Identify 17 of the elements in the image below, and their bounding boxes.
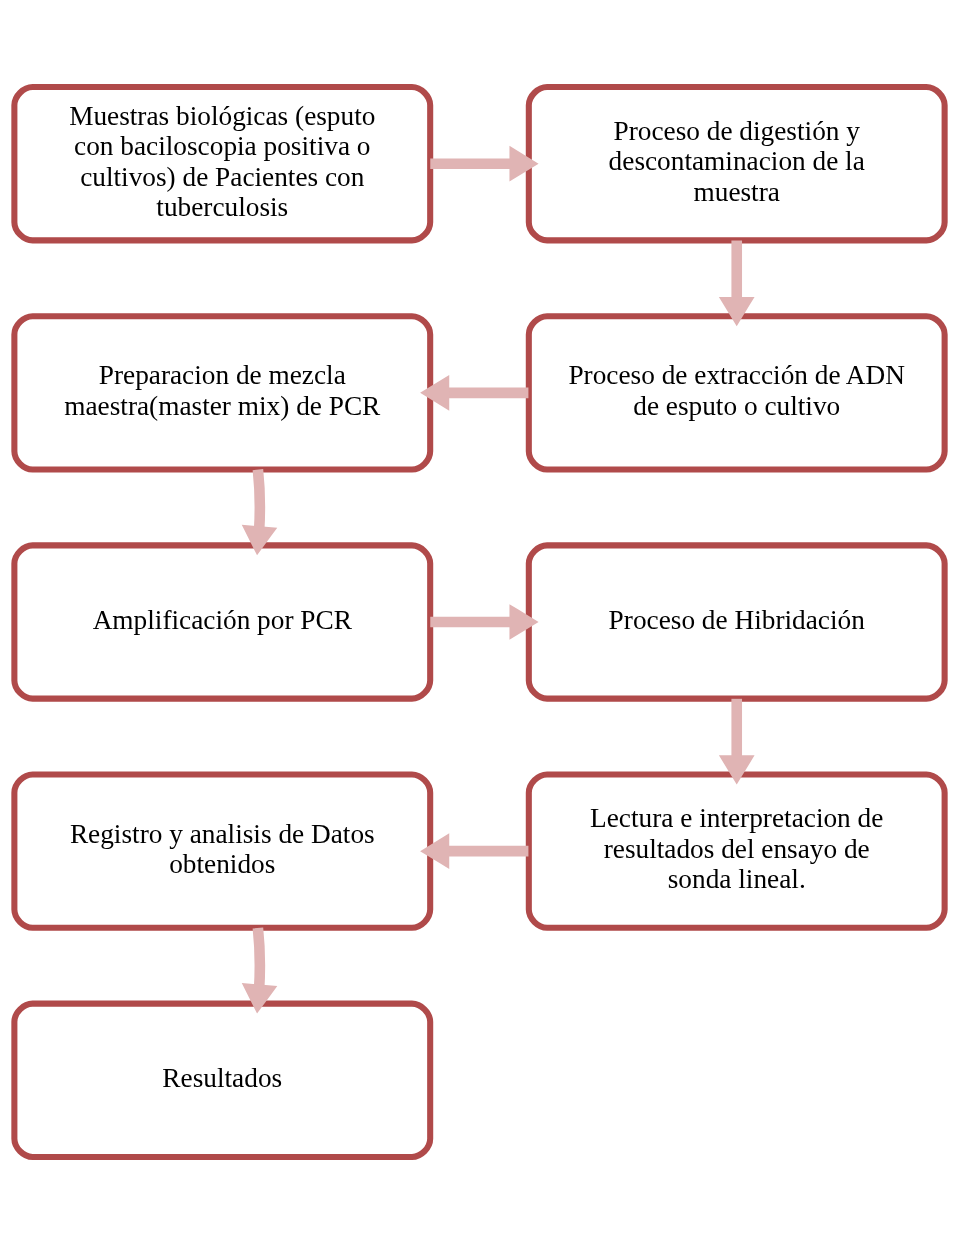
- arrow: [420, 832, 529, 869]
- node-box: Resultados: [11, 1000, 434, 1160]
- node-box: Proceso de digestión y descontaminacion de la muestra: [525, 83, 948, 243]
- node-box: Lectura e interpretacion de resultados del ensayo de sonda lineal.: [525, 770, 948, 931]
- arrow: [241, 926, 278, 1014]
- arrow: [241, 468, 278, 555]
- arrow: [718, 240, 755, 326]
- node-box: Amplificación por PCR: [11, 541, 434, 702]
- node-box: Registro y analisis de Datos obtenidos: [11, 770, 434, 931]
- arrow: [430, 603, 539, 640]
- node-box: Proceso de extracción de ADN de esputo o cultivo: [525, 312, 948, 473]
- arrow: [430, 145, 539, 182]
- arrow: [420, 374, 529, 411]
- arrow: [718, 698, 755, 784]
- node-box: Muestras biológicas (esputo con baciloscopia positiva o cultivos) de Pacientes con tuberculosis: [11, 83, 434, 243]
- node-box: Proceso de Hibridación: [525, 541, 948, 702]
- node-box: Preparacion de mezcla maestra(master mix) de PCR: [11, 312, 434, 473]
